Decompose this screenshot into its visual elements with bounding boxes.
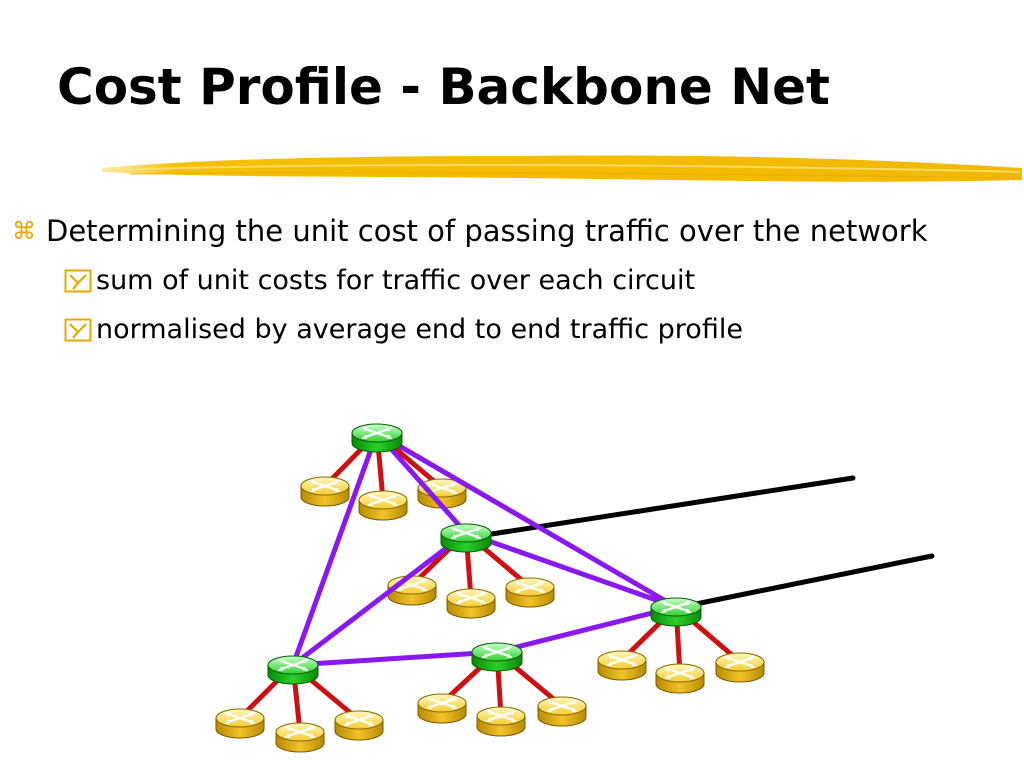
- backbone-link-line: [290, 649, 500, 668]
- yellow-router-icon: [597, 650, 647, 681]
- backbone-link-line: [494, 604, 679, 655]
- green-router-icon: [351, 423, 403, 453]
- green-router-icon: [650, 597, 702, 627]
- yellow-router-icon: [715, 652, 765, 683]
- yellow-router-icon: [275, 722, 325, 753]
- bullet-level-1: ⌘ Determining the unit cost of passing t…: [12, 214, 928, 248]
- yellow-router-icon: [300, 476, 350, 507]
- title-underline-brush-stroke: [102, 155, 1022, 182]
- yellow-router-icon: [505, 577, 555, 608]
- yellow-router-icon: [476, 706, 526, 737]
- yellow-router-icon: [446, 588, 496, 619]
- bullet-text: Determining the unit cost of passing tra…: [46, 214, 928, 248]
- yellow-router-icon: [215, 708, 265, 739]
- yellow-router-icon: [387, 575, 437, 606]
- slide-title: Cost Profile - Backbone Net: [57, 58, 830, 116]
- green-router-icon: [471, 642, 523, 672]
- command-key-bullet-icon: ⌘: [12, 217, 36, 245]
- backbone-link-line: [374, 430, 679, 610]
- backbone-link-line: [290, 430, 380, 668]
- yellow-router-icon: [655, 663, 705, 694]
- bullet-text: sum of unit costs for traffic over each …: [96, 265, 696, 296]
- external-uplink-line: [463, 475, 856, 541]
- external-uplink-line: [673, 553, 935, 611]
- yellow-router-icon: [334, 710, 384, 741]
- yellow-router-icon: [417, 693, 467, 724]
- backbone-link-line: [463, 530, 679, 610]
- bullet-level-2: normalised by average end to end traffic…: [64, 314, 743, 345]
- yellow-router-icon: [537, 696, 587, 727]
- checkbox-y-bullet-icon: [64, 318, 92, 341]
- checkbox-y-bullet-icon: [64, 269, 92, 292]
- green-router-icon: [440, 523, 492, 553]
- backbone-link-line: [290, 530, 469, 668]
- green-router-icon: [267, 655, 319, 685]
- bullet-level-2: sum of unit costs for traffic over each …: [64, 265, 695, 296]
- bullet-text: normalised by average end to end traffic…: [96, 314, 743, 345]
- yellow-router-icon: [358, 490, 408, 521]
